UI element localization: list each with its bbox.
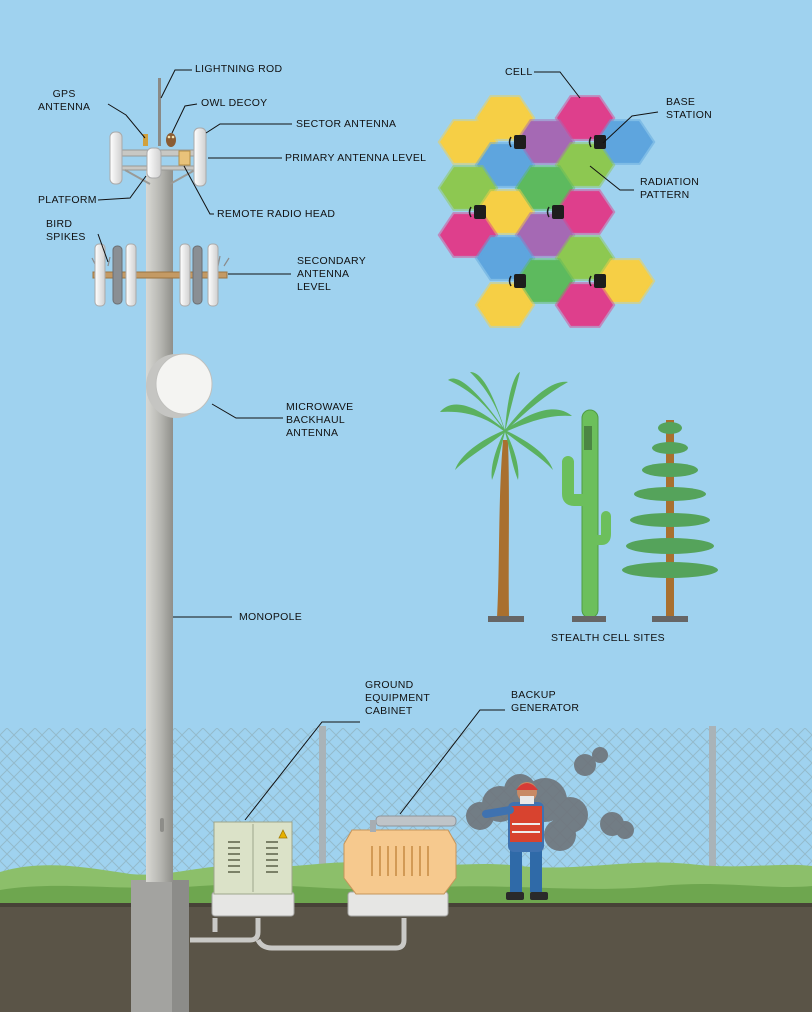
secondary-antenna-frame	[92, 271, 228, 279]
monopole	[146, 170, 173, 882]
base-station-icon	[468, 205, 486, 219]
conduit	[190, 918, 261, 943]
sector-antenna	[192, 245, 203, 305]
platform-strut	[124, 169, 151, 185]
label-remote-radio-head: REMOTE RADIO HEAD	[217, 208, 336, 220]
microwave-backhaul-antenna	[155, 353, 213, 415]
label-bird-spikes: BIRD SPIKES	[46, 218, 86, 243]
worker	[482, 782, 548, 900]
label-monopole: MONOPOLE	[239, 611, 303, 623]
pole-access-port	[160, 818, 164, 832]
label-primary-antenna-level: PRIMARY ANTENNA LEVEL	[285, 152, 427, 164]
backup-generator	[343, 829, 457, 895]
pole-foundation-shade	[172, 880, 189, 1012]
fence-post	[319, 726, 326, 906]
conduit	[255, 918, 407, 951]
generator-exhaust-pipe	[375, 815, 457, 827]
sector-antenna	[125, 243, 137, 307]
label-platform: PLATFORM	[38, 194, 97, 206]
cell-hexagon	[474, 282, 536, 328]
gps-antenna	[143, 134, 148, 146]
sector-antenna	[179, 243, 191, 307]
label-secondary-antenna-level: SECONDARY ANTENNA LEVEL	[297, 255, 367, 293]
label-sector-antenna: SECTOR ANTENNA	[296, 118, 397, 130]
cabinet-vents	[228, 841, 278, 873]
label-owl-decoy: OWL DECOY	[201, 97, 268, 109]
label-ground-equipment-cabinet: GROUND EQUIPMENT CABINET	[365, 679, 431, 717]
stealth-pine-tree	[622, 420, 718, 622]
cabinet-base	[211, 891, 295, 917]
base-station-icon	[588, 274, 606, 288]
lightning-rod	[158, 78, 161, 146]
label-radiation-pattern: RADIATION PATTERN	[640, 176, 700, 201]
sector-antenna	[146, 147, 162, 179]
base-station-icon	[546, 205, 564, 219]
owl-decoy	[166, 133, 176, 147]
fence-post	[709, 726, 716, 906]
label-lightning-rod: LIGHTNING ROD	[195, 63, 283, 75]
sector-antenna	[207, 243, 219, 307]
label-stealth-cell-sites: STEALTH CELL SITES	[551, 632, 665, 644]
label-base-station: BASE STATION	[666, 96, 713, 121]
base-station-icon	[508, 274, 526, 288]
sector-antenna	[112, 245, 123, 305]
label-cell: CELL	[505, 66, 533, 78]
warning-icon	[278, 829, 288, 839]
sector-antenna	[94, 243, 106, 307]
leader-lines	[97, 69, 659, 821]
cellular-network-diagram	[437, 95, 656, 328]
base-station-icon	[588, 135, 606, 149]
generator-base	[347, 891, 449, 917]
base-station-icon	[508, 135, 526, 149]
stealth-cactus	[562, 409, 611, 622]
sector-antenna	[193, 127, 207, 187]
stealth-palm-tree	[440, 372, 572, 622]
cell-hexagon	[554, 282, 616, 328]
sector-antenna	[109, 131, 123, 185]
label-gps-antenna: GPS ANTENNA	[38, 88, 91, 113]
label-backup-generator: BACKUP GENERATOR	[511, 689, 580, 714]
remote-radio-head	[178, 150, 191, 166]
platform-strut	[169, 169, 196, 185]
label-microwave-backhaul-antenna: MICROWAVE BACKHAUL ANTENNA	[286, 401, 354, 439]
generator-vents	[371, 846, 429, 876]
